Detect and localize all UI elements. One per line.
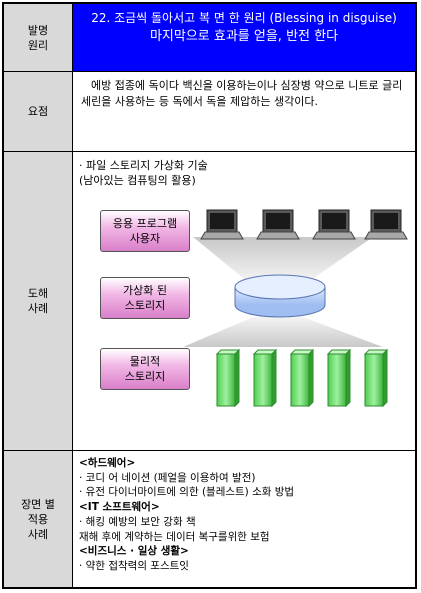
principle-title: 22. 조금씩 돌아서고 복 면 한 원리 (Blessing in disgu… (73, 4, 415, 71)
physical-storage-box: 물리적 스토리지 (100, 348, 190, 390)
divider (4, 151, 415, 152)
case-item: · 코디 어 네이션 (페얼을 이용하여 발전) (79, 471, 256, 484)
users-funnel (193, 237, 373, 282)
physical-storage-box-line2: 스토리지 (124, 370, 166, 383)
case-item: · 해킹 예방의 보안 강화 책 (79, 515, 196, 528)
principle-label: 발명 원리 (27, 23, 49, 52)
invention-principle-sheet: 발명 원리 22. 조금씩 돌아서고 복 면 한 원리 (Blessing in… (2, 2, 417, 589)
diagram-heading-line1: · 파일 스토리지 가상화 기술 (79, 159, 208, 172)
laptop-icon (200, 209, 244, 240)
summary-text: 에방 접종에 독이다 백신을 이용하는이나 심장병 약으로 니트로 글리세린을 … (81, 79, 403, 108)
category-it-software: <IT 소프트웨어> (79, 501, 160, 514)
principle-title-line1: 22. 조금씩 돌아서고 복 면 한 원리 (Blessing in disgu… (91, 11, 397, 25)
category-business: <비즈니스 · 일상 생활> (79, 545, 189, 558)
case-item: · 유전 다이너마이트에 의한 (블레스트) 소화 방법 (79, 486, 295, 499)
row-label-diagram: 도해 사례 (4, 152, 73, 450)
category-hardware: <하드웨어> (79, 457, 136, 469)
app-users-box-line2: 사용자 (129, 232, 161, 245)
laptop-icon (312, 209, 356, 240)
row-label-principle: 발명 원리 (4, 4, 73, 71)
storage-funnel (183, 317, 383, 347)
cases-list: <하드웨어> · 코디 어 네이션 (페얼을 이용하여 발전) · 유전 다이너… (73, 456, 415, 574)
cases-label: 장면 별 적용 사례 (21, 497, 55, 541)
diagram-heading-line2: (남아있는 컴퓨팅의 활용) (79, 174, 196, 187)
storage-rack-icon (326, 348, 352, 408)
row-label-cases: 장면 별 적용 사례 (4, 451, 73, 587)
laptop-icon (256, 209, 300, 240)
diagram-heading: · 파일 스토리지 가상화 기술 (남아있는 컴퓨팅의 활용) (79, 158, 208, 188)
virtual-storage-box: 가상화 된 스토리지 (100, 277, 190, 319)
virtual-storage-disk-icon (234, 274, 326, 318)
storage-virtualization-diagram (183, 209, 408, 408)
divider (4, 71, 415, 72)
app-users-box-line1: 응용 프로그램 (112, 217, 178, 230)
case-item: · 약한 접착력의 포스트잇 (79, 559, 189, 572)
physical-storage-box-line1: 물리적 (129, 355, 161, 368)
summary-label: 요점 (27, 105, 49, 118)
diagram-label: 도해 사례 (27, 287, 49, 315)
row-label-summary: 요점 (4, 72, 73, 151)
case-item: 재해 후에 계약하는 데이터 복구를위한 보험 (79, 530, 270, 543)
virtual-storage-box-line1: 가상화 된 (123, 284, 167, 297)
virtual-storage-box-line2: 스토리지 (124, 299, 166, 312)
storage-rack-icon (289, 348, 315, 408)
storage-rack-icon (363, 348, 389, 408)
laptop-icon (364, 209, 408, 240)
storage-rack-icon (252, 348, 278, 408)
divider (4, 450, 415, 451)
diagram-area: · 파일 스토리지 가상화 기술 (남아있는 컴퓨팅의 활용) (73, 152, 415, 450)
storage-rack-icon (215, 348, 241, 408)
app-users-box: 응용 프로그램 사용자 (100, 210, 190, 252)
principle-title-line2: 마지막으로 효과를 얻을, 반전 한다 (149, 29, 339, 44)
